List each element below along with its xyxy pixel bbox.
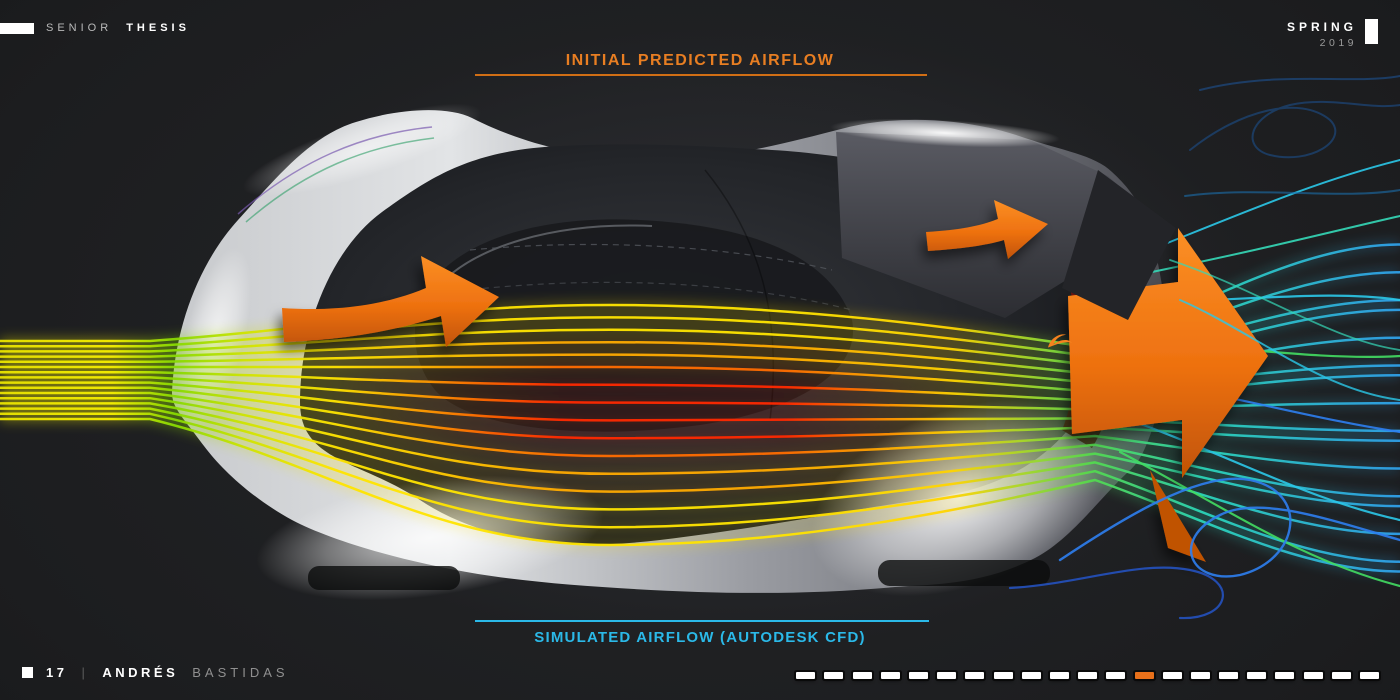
progress-dash[interactable] — [1360, 672, 1379, 679]
progress-dash[interactable] — [1021, 672, 1041, 679]
progress-dash-active[interactable] — [1134, 672, 1154, 679]
wake-streamline — [1184, 189, 1400, 197]
wake-streamlines-front — [1008, 259, 1400, 620]
progress-dash[interactable] — [1331, 672, 1351, 679]
wake-streamline — [1118, 450, 1400, 588]
progress-dash[interactable] — [937, 672, 957, 679]
canopy-seam-dashed — [449, 281, 853, 311]
rear-wing-flow-arrow — [926, 200, 1048, 259]
page-number: 17 — [46, 665, 68, 680]
header-term: SPRING 2019 — [1287, 19, 1378, 50]
wing-leading-highlight — [830, 118, 1060, 148]
wake-streamline — [1128, 418, 1400, 522]
progress-dash[interactable] — [796, 672, 816, 679]
wake-streamline — [1199, 75, 1400, 91]
wake-streamline — [1179, 299, 1400, 401]
progress-dash[interactable] — [1078, 672, 1098, 679]
fender-accent-green — [245, 137, 435, 223]
rear-deck-crease — [704, 169, 775, 421]
header-series-label: SENIOR THESIS — [46, 22, 190, 34]
progress-dash[interactable] — [909, 672, 928, 679]
header-right-bar — [1365, 19, 1378, 44]
progress-dash[interactable] — [1275, 672, 1295, 679]
progress-dash[interactable] — [965, 672, 985, 679]
streamline — [0, 417, 1400, 573]
top-annotation-rule — [475, 74, 927, 76]
progress-dash[interactable] — [1162, 672, 1182, 679]
progress-dash[interactable] — [1219, 672, 1239, 679]
author-first-name: ANDRÉS — [102, 665, 179, 680]
footer-separator: | — [81, 665, 89, 680]
term-year: 2019 — [1319, 37, 1357, 49]
term-season: SPRING — [1286, 20, 1357, 34]
streamline — [0, 391, 1400, 470]
wake-streamline — [1149, 159, 1400, 251]
series-label-bold: THESIS — [126, 22, 190, 34]
bottom-annotation-rule — [475, 620, 929, 622]
car-canopy — [415, 219, 854, 432]
progress-dash[interactable] — [993, 672, 1013, 679]
wing-trailing-shadow — [1062, 170, 1176, 320]
bottom-annotation-label: SIMULATED AIRFLOW (AUTODESK CFD) — [534, 629, 866, 646]
car-body — [172, 103, 1168, 601]
tire-shadow — [878, 560, 1050, 586]
progress-dash[interactable] — [1106, 672, 1126, 679]
streamline — [0, 412, 1400, 563]
streamline — [0, 381, 1400, 433]
tire-shadow — [308, 566, 460, 590]
footer-square-bullet — [22, 667, 33, 678]
progress-dash[interactable] — [1049, 672, 1069, 679]
canopy-seam-dashed — [469, 243, 833, 271]
series-label-regular: SENIOR — [46, 22, 113, 34]
wake-streamline — [1008, 566, 1224, 620]
progress-dash[interactable] — [824, 672, 844, 679]
wake-streamline — [1058, 477, 1400, 578]
exit-flow-arrow-spike — [1150, 470, 1206, 562]
slide-progress-indicator — [796, 672, 1379, 679]
progress-dash[interactable] — [1303, 672, 1323, 679]
progress-dash[interactable] — [1190, 672, 1210, 679]
author-last-name: BASTIDAS — [192, 665, 289, 680]
front-fender-highlight — [242, 103, 482, 197]
wake-streamline — [1189, 100, 1400, 159]
streamline — [0, 402, 1400, 508]
progress-dash[interactable] — [880, 672, 900, 679]
streamline — [0, 407, 1400, 536]
mclaren-logo-icon — [1048, 334, 1073, 348]
wake-streamline — [1169, 259, 1400, 351]
streamline — [0, 386, 1400, 442]
progress-dash[interactable] — [852, 672, 872, 679]
footer-credit: 17 | ANDRÉS BASTIDAS — [46, 665, 289, 680]
progress-dash[interactable] — [1247, 672, 1267, 679]
streamline — [0, 396, 1400, 498]
front-intake-flow-arrow — [282, 256, 499, 347]
fender-accent-purple — [237, 126, 433, 215]
top-annotation-label: INITIAL PREDICTED AIRFLOW — [565, 52, 835, 69]
header-left-bar — [0, 23, 34, 34]
